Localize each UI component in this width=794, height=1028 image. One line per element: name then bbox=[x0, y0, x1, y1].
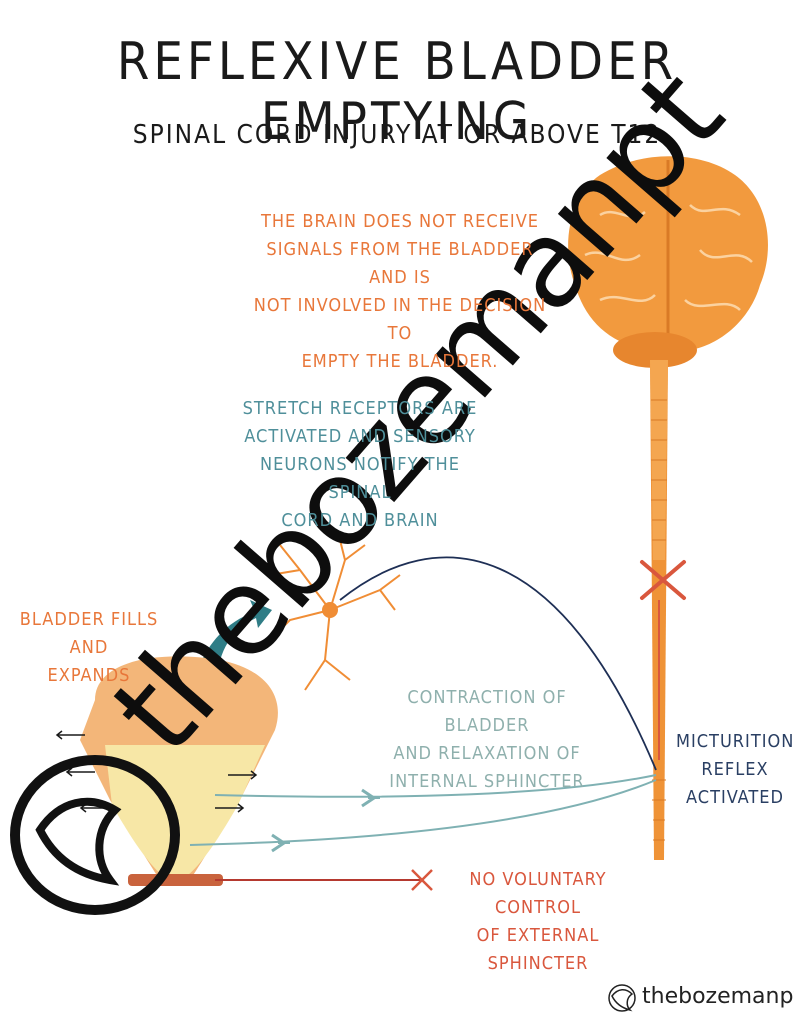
injury-x-icon bbox=[640, 560, 686, 600]
brain-note: THE BRAIN DOES NOT RECEIVE SIGNALS FROM … bbox=[253, 211, 547, 372]
sensory-neuron-illustration bbox=[269, 539, 401, 691]
stretch-receptor-note: STRETCH RECEPTORS ARE ACTIVATED AND SENS… bbox=[242, 398, 478, 531]
page-subtitle: SPINAL CORD INJURY AT OR ABOVE T12 bbox=[132, 120, 662, 150]
brand-logo-icon bbox=[608, 984, 636, 1012]
contraction-note: CONTRACTION OF BLADDER AND RELAXATION OF… bbox=[389, 687, 585, 792]
expansion-arrow-icon bbox=[200, 600, 272, 670]
motor-pathway-upper bbox=[214, 774, 657, 798]
bladder-fills-note: BLADDER FILLS AND EXPANDS bbox=[19, 609, 159, 686]
brand-name: thebozemanpt bbox=[642, 984, 794, 1009]
spinal-cord bbox=[650, 360, 668, 860]
expansion-arrows bbox=[55, 730, 258, 813]
brain-illustration bbox=[568, 156, 768, 368]
blocked-x-icon bbox=[411, 869, 433, 891]
no-voluntary-control-note: NO VOLUNTARY CONTROL OF EXTERNAL SPHINCT… bbox=[469, 869, 607, 974]
micturition-note: MICTURITION REFLEX ACTIVATED bbox=[676, 731, 794, 808]
page-title: REFLEXIVE BLADDER EMPTYING bbox=[116, 32, 678, 152]
watermark-logo-icon bbox=[10, 755, 180, 915]
sensory-pathway-line bbox=[339, 556, 657, 771]
